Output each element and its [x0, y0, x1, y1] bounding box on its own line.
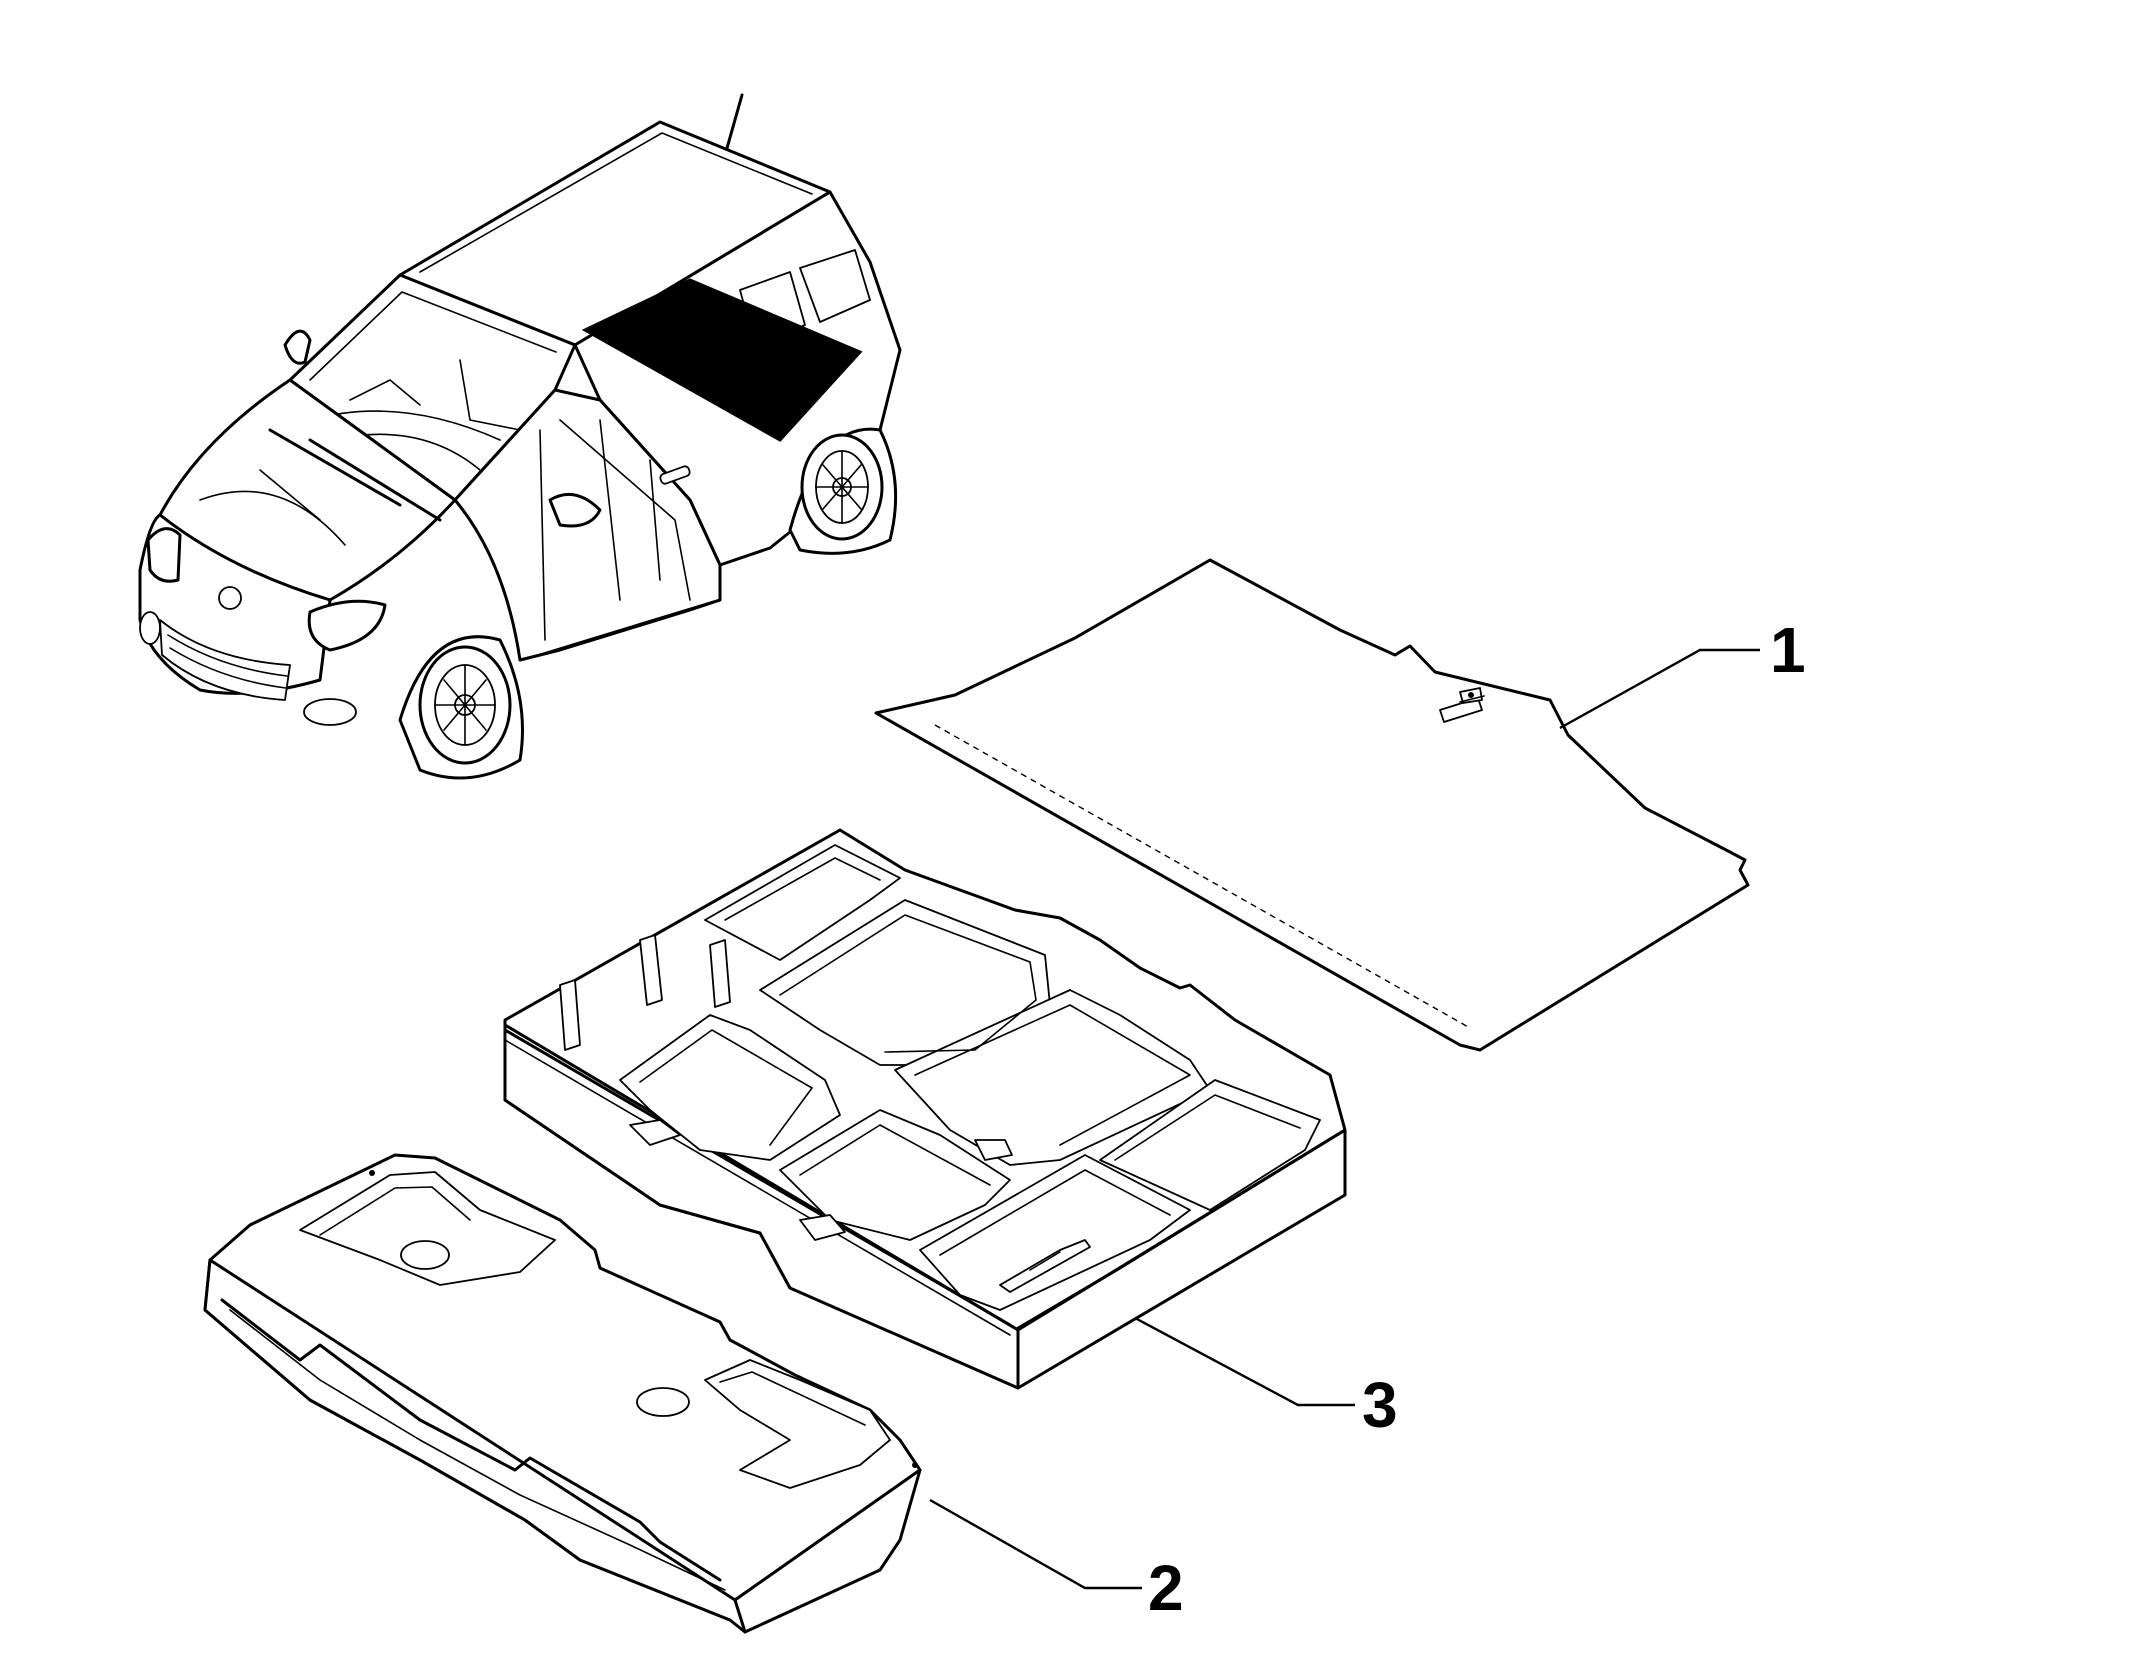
highlighted-parcel-shelf	[581, 278, 863, 442]
lower-floor-tray	[203, 1153, 922, 1634]
callout-1: 1	[1559, 614, 1806, 730]
callout-number-2: 2	[1148, 1552, 1184, 1624]
parcel-shelf	[874, 558, 1750, 1052]
callout-number-3: 3	[1362, 1369, 1398, 1441]
callout-3: 3	[1134, 1316, 1398, 1441]
vehicle-overview	[138, 93, 902, 780]
callout-2: 2	[929, 1498, 1184, 1624]
storage-organizer-tray	[503, 828, 1347, 1390]
callout-number-1: 1	[1770, 614, 1806, 686]
